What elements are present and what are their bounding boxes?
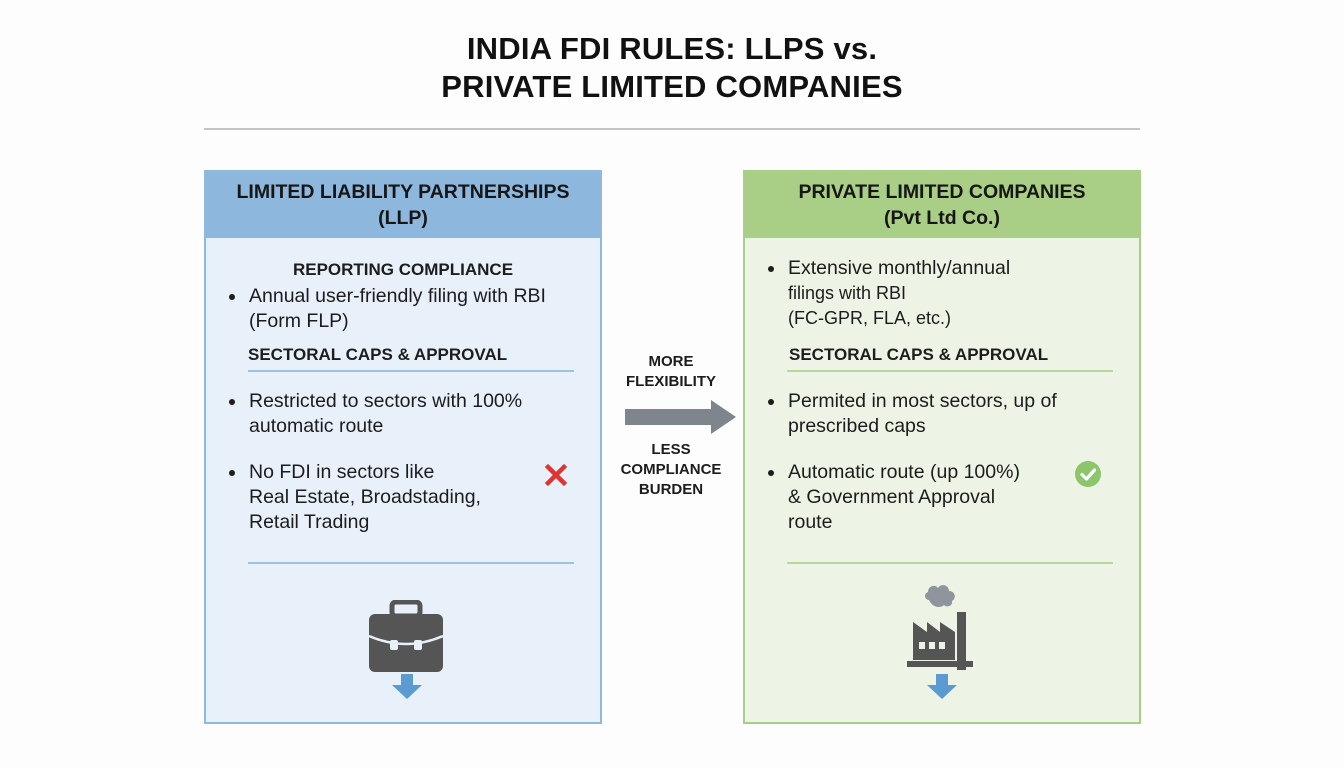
more-flexibility-label: MORE FLEXIBILITY (606, 352, 736, 392)
llp-panel-header: LIMITED LIABILITY PARTNERSHIPS (LLP) (206, 172, 600, 238)
less-compliance-line-3: BURDEN (638, 481, 704, 498)
llp-reporting-bullet-line-2: (Form FLP) (249, 310, 349, 332)
pvt-header-line-2: (Pvt Ltd Co.) (884, 207, 1000, 229)
llp-header-line-2: (LLP) (378, 207, 428, 229)
llp-header-line-1: LIMITED LIABILITY PARTNERSHIPS (236, 181, 570, 203)
pvt-reporting-bullet-line-3: (FC-GPR, FLA, etc.) (788, 308, 952, 328)
title-divider (204, 128, 1140, 130)
more-flexibility-line-2: FLEXIBILITY (626, 373, 716, 390)
pvt-header-line-1: PRIVATE LIMITED COMPANIES (798, 181, 1086, 203)
pvt-bullet-1-line-1: Permited in most sectors, up of (788, 390, 1057, 412)
llp-bullet-2-line-3: Retail Trading (249, 511, 370, 533)
llp-bullet-2: No FDI in sectors like Real Estate, Broa… (228, 460, 481, 535)
pvt-panel-header: PRIVATE LIMITED COMPANIES (Pvt Ltd Co.) (745, 172, 1139, 238)
title-line-1: INDIA FDI RULES: LLPS vs. (466, 31, 878, 66)
llp-bullet-2-line-1: No FDI in sectors like (249, 461, 435, 483)
llp-bullet-1: Restricted to sectors with 100% automati… (228, 389, 522, 439)
pvt-reporting-bullet-line-1: Extensive monthly/annual (788, 257, 1011, 279)
llp-reporting-bullet-line-1: Annual user-friendly filing with RBI (249, 285, 546, 307)
page-title: INDIA FDI RULES: LLPS vs. PRIVATE LIMITE… (0, 30, 1344, 106)
llp-sectoral-rule (248, 370, 574, 372)
llp-bullet-1-line-1: Restricted to sectors with 100% (249, 390, 523, 412)
llp-bullet-1-line-2: automatic route (249, 415, 384, 437)
llp-bullet-2-line-2: Real Estate, Broadstading, (249, 486, 481, 508)
comparison-indicator: MORE FLEXIBILITY LESS COMPLIANCE BURDEN (606, 352, 736, 500)
llp-panel: LIMITED LIABILITY PARTNERSHIPS (LLP) REP… (204, 170, 602, 724)
llp-reporting-bullet: Annual user-friendly filing with RBI (Fo… (228, 284, 546, 334)
cross-icon (544, 463, 568, 487)
less-compliance-line-1: LESS (651, 441, 691, 458)
briefcase-icon (368, 600, 444, 672)
pvt-bottom-rule (787, 562, 1113, 564)
llp-bottom-rule (248, 562, 574, 564)
pvt-sectoral-heading: SECTORAL CAPS & APPROVAL (789, 345, 1049, 364)
llp-reporting-heading: REPORTING COMPLIANCE (292, 260, 514, 279)
more-flexibility-line-1: MORE (648, 353, 694, 370)
factory-icon (907, 585, 973, 670)
pvt-bullet-2-line-2: & Government Approval (788, 486, 996, 508)
llp-sectoral-heading: SECTORAL CAPS & APPROVAL (248, 345, 508, 364)
check-icon (1075, 461, 1101, 487)
pvt-ltd-panel: PRIVATE LIMITED COMPANIES (Pvt Ltd Co.) … (743, 170, 1141, 724)
less-compliance-line-2: COMPLIANCE (620, 461, 722, 478)
pvt-reporting-bullet: Extensive monthly/annual filings with RB… (767, 256, 1010, 331)
pvt-bullet-1-line-2: prescribed caps (788, 415, 926, 437)
down-arrow-icon (392, 674, 422, 699)
title-line-2: PRIVATE LIMITED COMPANIES (441, 69, 903, 104)
pvt-bullet-2-line-1: Automatic route (up 100%) (788, 461, 1020, 483)
right-arrow-icon (625, 400, 736, 434)
pvt-bullet-2: Automatic route (up 100%) & Government A… (767, 460, 1020, 535)
pvt-reporting-bullet-line-2: filings with RBI (788, 283, 907, 303)
less-compliance-label: LESS COMPLIANCE BURDEN (606, 440, 736, 500)
pvt-sectoral-rule (787, 370, 1113, 372)
pvt-bullet-1: Permited in most sectors, up of prescrib… (767, 389, 1057, 439)
pvt-bullet-2-line-3: route (788, 511, 833, 533)
down-arrow-icon (927, 674, 957, 699)
